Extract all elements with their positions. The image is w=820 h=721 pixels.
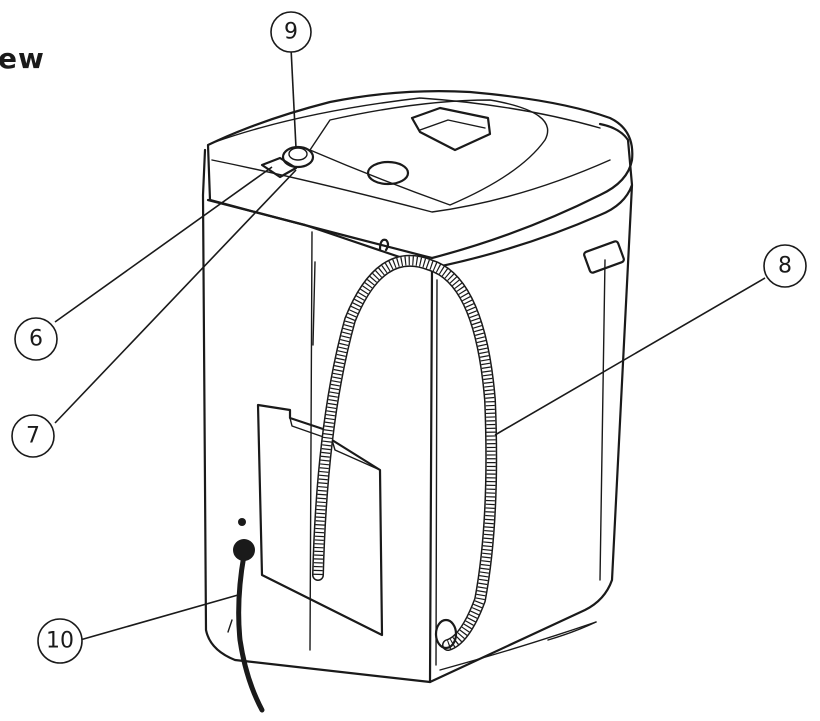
callout-circle-7 — [11, 414, 55, 458]
top-knob-center — [288, 147, 308, 161]
callout-lines — [54, 47, 766, 641]
callout-6: 6 — [14, 317, 58, 361]
left-face-outline — [201, 148, 434, 684]
lid-inner-rim — [214, 97, 601, 143]
lid-handle-inner — [419, 119, 486, 131]
callout-line-9 — [290, 47, 297, 149]
callout-circle-8 — [763, 244, 807, 288]
callout-line-7 — [54, 169, 297, 424]
hose-connector — [434, 618, 458, 650]
callout-label-7: 7 — [26, 424, 40, 449]
lid-outline — [206, 90, 634, 260]
appliance-body — [201, 122, 634, 684]
callout-circle-9 — [270, 11, 312, 53]
callout-9: 9 — [270, 11, 312, 53]
panel-tabs — [289, 417, 381, 471]
right-face-edge — [599, 259, 606, 581]
callout-circle-6 — [14, 317, 58, 361]
lid-front-edge — [211, 159, 611, 213]
left-seam — [309, 231, 316, 651]
body-hook — [378, 238, 390, 252]
cord-socket — [233, 539, 255, 561]
callout-7: 7 — [11, 414, 55, 458]
base-line-2 — [547, 621, 597, 641]
callout-label-10: 10 — [46, 629, 74, 654]
base-line — [439, 621, 597, 671]
cord-shadow — [227, 619, 233, 633]
small-port — [238, 518, 246, 526]
callout-10: 10 — [37, 618, 83, 664]
side-handle — [583, 240, 625, 274]
drain-hose — [312, 254, 498, 651]
inlet-slot — [260, 156, 298, 179]
lid-handle — [410, 106, 492, 152]
callout-label-9: 9 — [284, 20, 298, 45]
callout-label-6: 6 — [29, 327, 43, 352]
power-cord — [227, 518, 265, 713]
callout-label-8: 8 — [778, 254, 792, 279]
front-seam — [435, 279, 438, 666]
top-round-cap — [366, 160, 410, 186]
callout-line-8 — [494, 277, 766, 436]
callout-line-6 — [54, 166, 273, 323]
callout-8: 8 — [763, 244, 807, 288]
page-title: ew — [0, 42, 45, 75]
callout-line-10 — [79, 594, 239, 641]
right-face-outline — [428, 122, 634, 684]
top-knob — [281, 145, 315, 169]
callout-circle-10 — [37, 618, 83, 664]
appliance-lid — [206, 90, 634, 274]
lid-panel — [309, 99, 549, 206]
